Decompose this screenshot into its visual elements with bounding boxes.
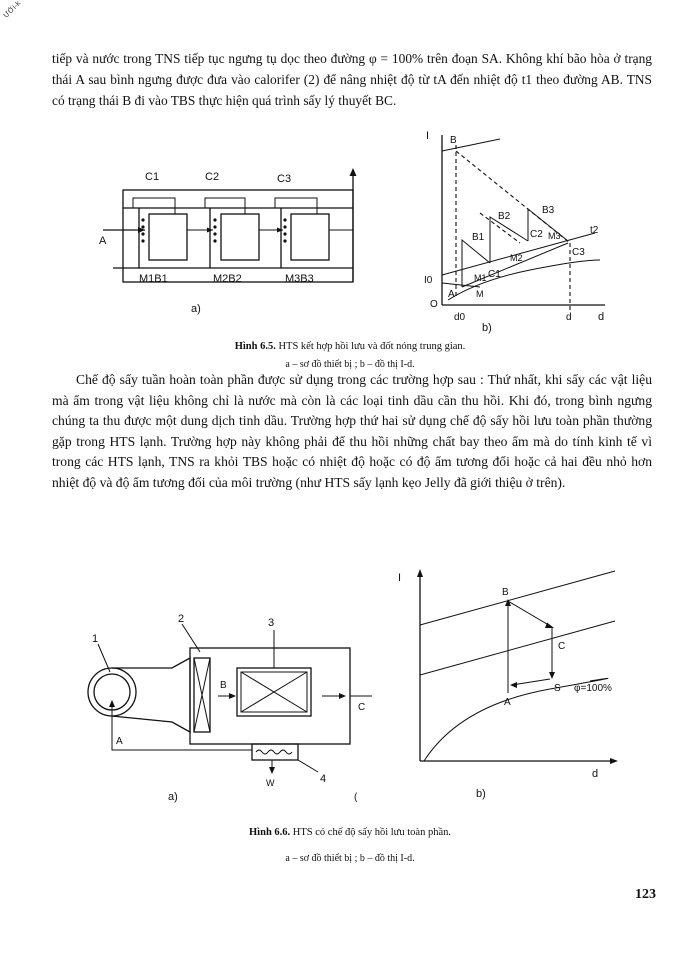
label-d0: d0	[454, 312, 466, 323]
label-2: 2	[178, 613, 184, 625]
point-b: B	[450, 135, 457, 146]
label-i0: I0	[424, 275, 433, 286]
fig66-a-sub: a)	[168, 791, 178, 803]
point-c: C	[558, 641, 565, 652]
label-phi: φ=100%	[574, 683, 612, 694]
point-m3: M3	[548, 231, 561, 241]
fig66-b-chart: I B C A S φ=100% d b)	[398, 569, 618, 800]
label-c3: C3	[277, 173, 291, 185]
page-number: 123	[635, 887, 656, 902]
label-d-tick: d	[566, 312, 572, 323]
label-c1: C1	[145, 171, 159, 183]
label-m1b1: M1B1	[139, 273, 168, 285]
fig65-a-diagram: C1 C2 C3 A M1B1 M2B2 M3B3 a)	[99, 168, 357, 315]
point-c2: C2	[530, 229, 543, 240]
point-a: A	[448, 289, 455, 300]
corner-mark: ƯỚi-k	[2, 0, 23, 20]
paragraph-1: tiếp và nước trong TNS tiếp tục ngưng tụ…	[52, 51, 652, 108]
label-w: W	[266, 778, 275, 788]
fig65-a-sub: a)	[191, 303, 201, 315]
fig65-b-sub: b)	[482, 322, 492, 334]
label-b: B	[220, 680, 227, 691]
label-c: C	[358, 702, 365, 713]
point-b: B	[502, 587, 509, 598]
label-c2: C2	[205, 171, 219, 183]
axis-i-label: I	[398, 572, 401, 584]
fig65-caption: Hình 6.5. HTS kết hợp hồi lưu và đốt nón…	[234, 341, 466, 352]
point-s: S	[554, 683, 561, 694]
point-c1: C1	[488, 269, 501, 280]
fig66-a-diagram: 1 2 3 4 A B C W a) (	[87, 613, 372, 803]
fig66-caption: Hình 6.6. HTS có chế độ sấy hồi lưu toàn…	[249, 827, 451, 838]
axis-d-label: d	[592, 768, 598, 780]
fig66-b-sub: b)	[476, 788, 486, 800]
stray-mark: (	[354, 792, 358, 803]
point-a: A	[504, 697, 511, 708]
paragraph-2: Chế độ sấy tuần hoàn toàn phần được sử d…	[52, 372, 652, 490]
label-4: 4	[320, 773, 326, 785]
axis-i-label: I	[426, 130, 429, 142]
label-a: A	[116, 736, 123, 747]
fig65-b-chart: I B B1 B2 B3 C1 C2 C3 M1 M2 M3 t2 I0 A M…	[424, 130, 605, 334]
axis-d-label: d	[598, 311, 604, 323]
label-m3b3: M3B3	[285, 273, 314, 285]
label-3: 3	[268, 617, 274, 629]
fig65-caption-sub: a – sơ đồ thiết bị ; b – đồ thị I-d.	[285, 359, 415, 370]
point-b1: B1	[472, 232, 485, 243]
point-m2: M2	[510, 253, 523, 263]
label-1: 1	[92, 633, 98, 645]
label-inlet-a: A	[99, 235, 107, 247]
label-origin: O	[430, 299, 438, 310]
fig66-caption-sub: a – sơ đồ thiết bị ; b – đồ thị I-d.	[285, 853, 415, 864]
point-b2: B2	[498, 211, 511, 222]
point-b3: B3	[542, 205, 555, 216]
label-t2: t2	[590, 225, 599, 236]
point-m1: M1	[474, 273, 487, 283]
point-m: M	[476, 289, 484, 299]
point-c3: C3	[572, 247, 585, 258]
label-m2b2: M2B2	[213, 273, 242, 285]
